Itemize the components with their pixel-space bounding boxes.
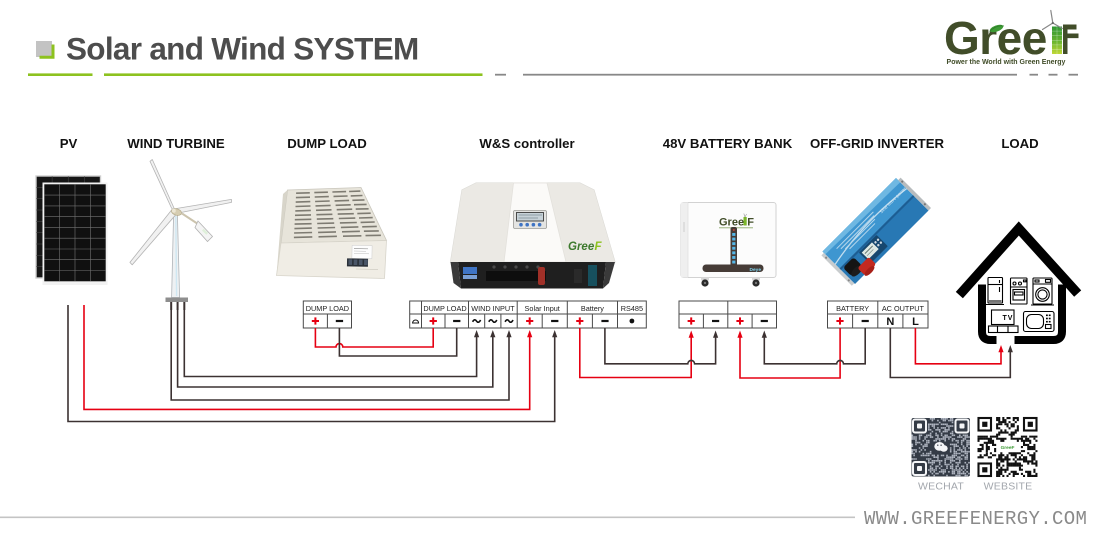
svg-text:WIND INPUT: WIND INPUT [471,304,515,313]
svg-text:WEBSITE: WEBSITE [984,481,1033,493]
svg-text:F: F [747,217,754,229]
svg-text:LOAD: LOAD [1001,136,1038,151]
svg-text:WWW.GREEFENERGY.COM: WWW.GREEFENERGY.COM [864,508,1087,530]
svg-text:L: L [912,316,919,328]
svg-text:48V BATTERY BANK: 48V BATTERY BANK [663,136,793,151]
svg-text:Gree: Gree [568,241,595,253]
svg-text:F: F [595,241,603,253]
svg-text:Gree: Gree [944,12,1047,64]
svg-text:OFF-GRID INVERTER: OFF-GRID INVERTER [810,136,945,151]
svg-text:TV: TV [1003,315,1014,322]
svg-text:WIND TURBINE: WIND TURBINE [127,136,225,151]
svg-text:PV: PV [60,136,78,151]
svg-text:BATTERY: BATTERY [836,304,869,313]
svg-text:Gree: Gree [719,217,744,229]
svg-text:Power the World with Green Ene: Power the World with Green Energy [947,59,1066,66]
svg-text:N: N [886,316,894,328]
svg-text:Battery: Battery [581,304,604,313]
svg-text:Deye: Deye [750,267,762,273]
svg-text:Solar Input: Solar Input [525,304,560,313]
svg-text:W&S controller: W&S controller [479,136,574,151]
svg-text:Solar and Wind SYSTEM: Solar and Wind SYSTEM [66,31,419,67]
svg-text:WECHAT: WECHAT [918,481,964,493]
svg-text:DUMP LOAD: DUMP LOAD [287,136,367,151]
svg-text:GreeF: GreeF [1001,445,1015,451]
svg-text:AC OUTPUT: AC OUTPUT [882,304,925,313]
svg-text:RS485: RS485 [621,304,643,313]
svg-text:DUMP LOAD: DUMP LOAD [423,304,466,313]
svg-text:DUMP LOAD: DUMP LOAD [306,304,349,313]
